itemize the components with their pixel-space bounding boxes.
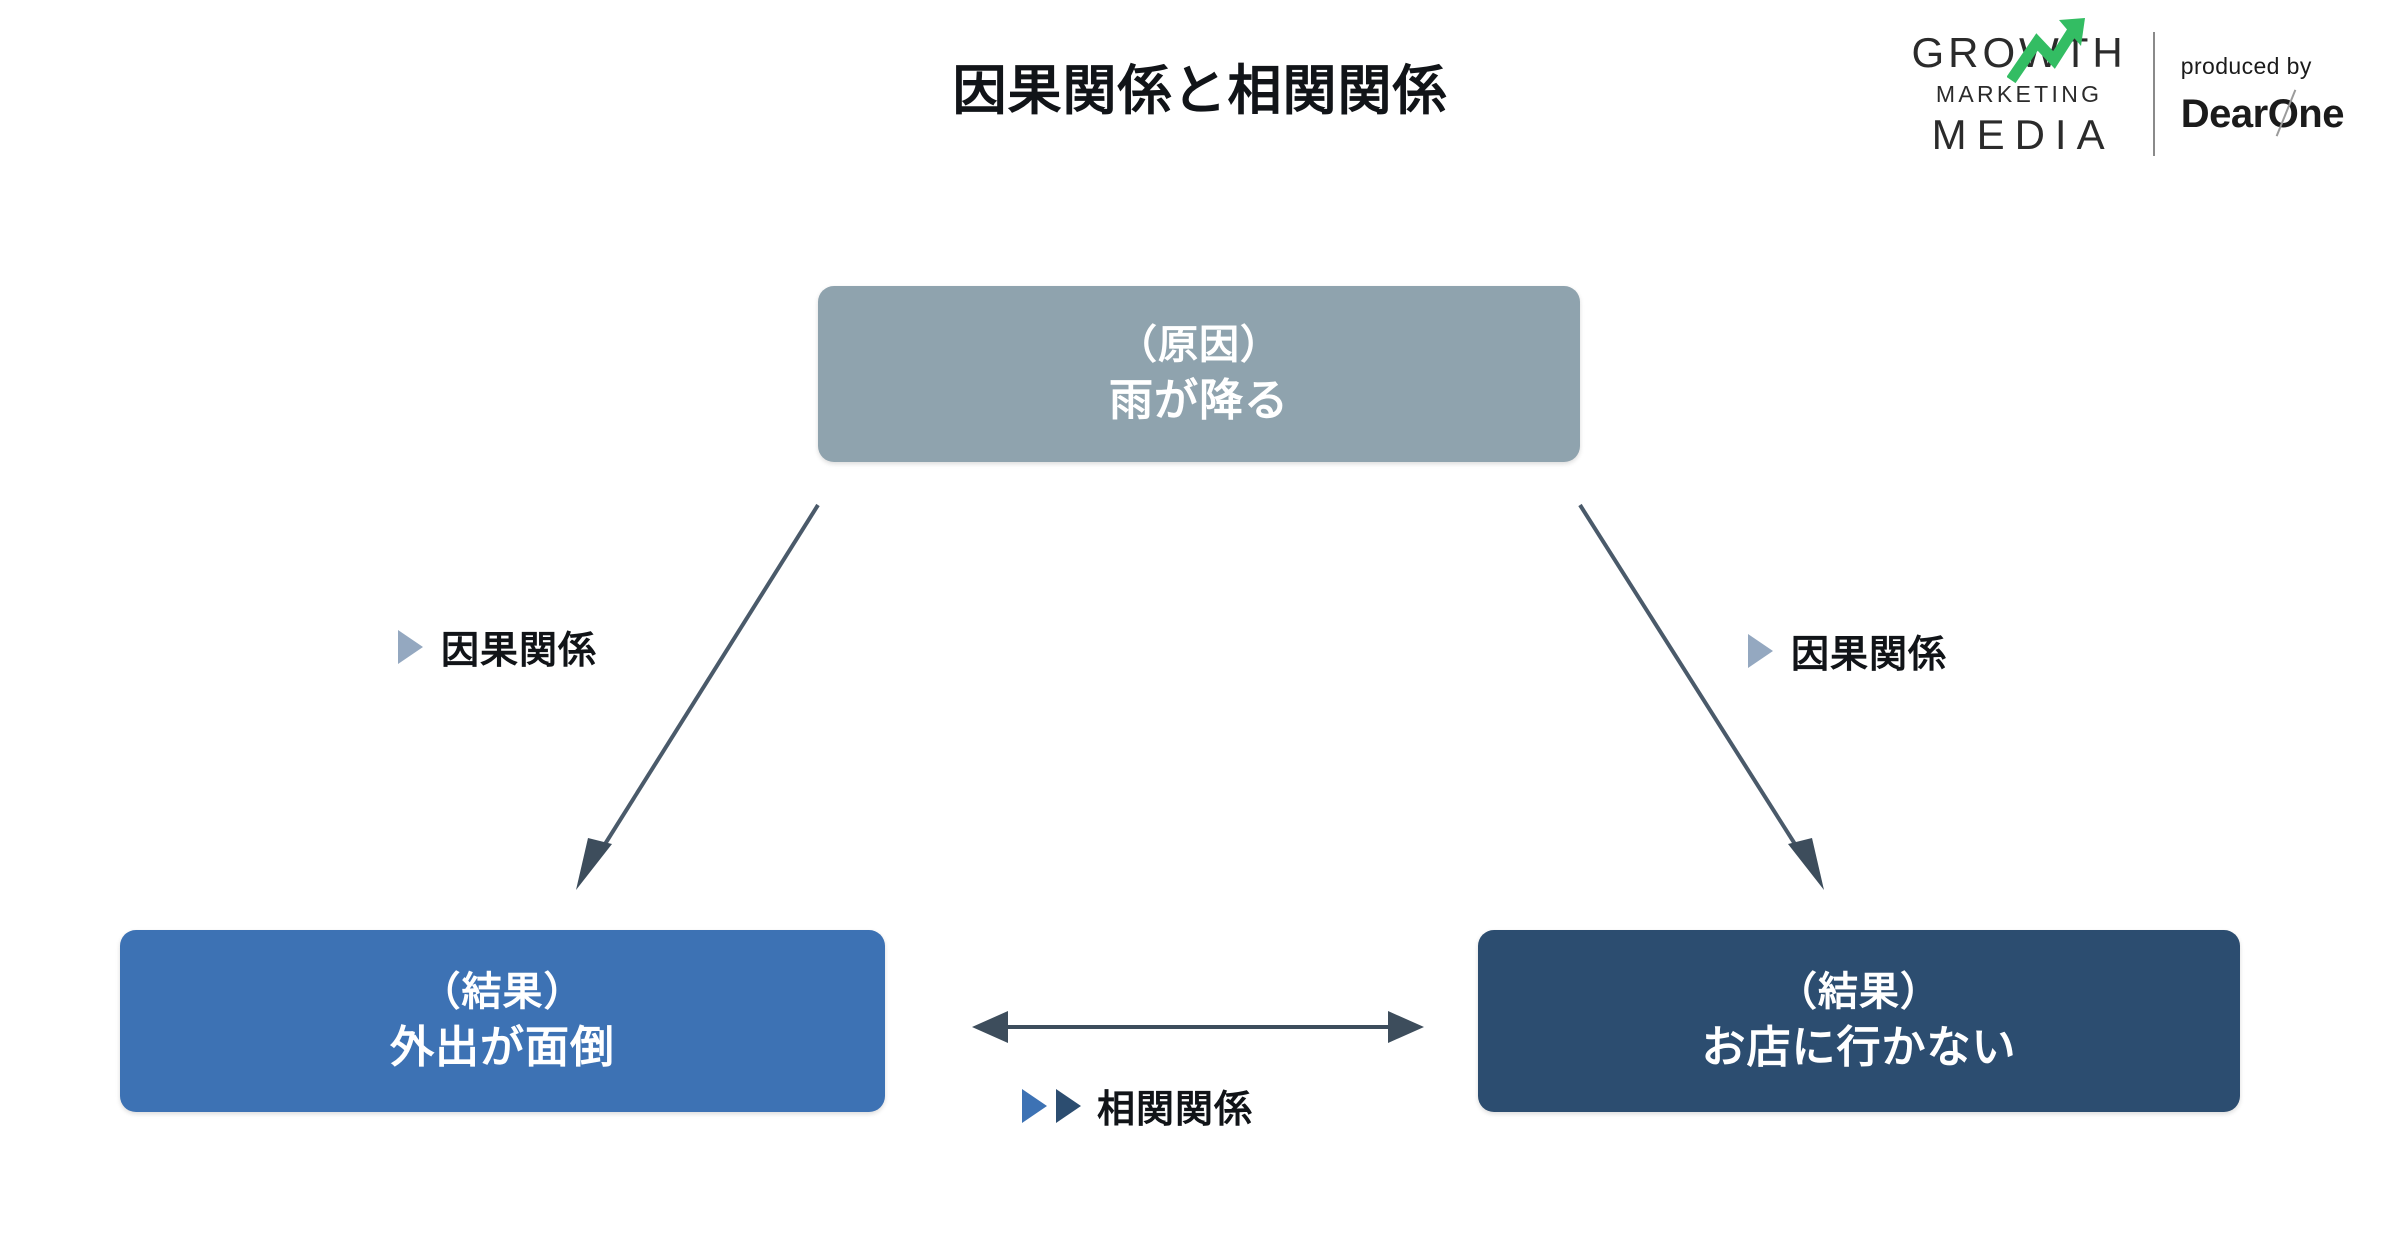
logo-media-text: MEDIA bbox=[1931, 111, 2115, 158]
node-cause-line2: 雨が降る bbox=[1109, 375, 1289, 425]
node-effect-right-line1: （結果） bbox=[1777, 969, 1941, 1014]
node-effect-left[interactable]: （結果） 外出が面倒 bbox=[120, 930, 885, 1112]
triangle-marker-icon bbox=[1748, 633, 1773, 668]
double-triangle-marker-icon bbox=[1022, 1088, 1081, 1123]
label-causal-right-text: 因果関係 bbox=[1791, 634, 1948, 676]
label-causal-left: 因果関係 bbox=[398, 619, 597, 674]
triangle-marker-icon bbox=[398, 629, 423, 664]
growth-marketing-media-logo: GROWTH MARKETING MEDIA bbox=[1911, 18, 2127, 158]
node-cause[interactable]: （原因） 雨が降る bbox=[818, 286, 1580, 462]
logo-marketing-text: MARKETING bbox=[1935, 81, 2103, 107]
logo-lockup: GROWTH MARKETING MEDIA produced by DearO… bbox=[1911, 18, 2345, 158]
page-title: 因果関係と相関関係 bbox=[952, 61, 1448, 121]
node-effect-right-line2: お店に行かない bbox=[1701, 1022, 2017, 1072]
triangle-marker-blue-icon bbox=[1022, 1088, 1047, 1123]
label-causal-left-text: 因果関係 bbox=[441, 630, 598, 672]
logo-growth-text: GROWTH bbox=[1911, 29, 2127, 76]
label-correlation: 相関関係 bbox=[1022, 1078, 1253, 1133]
dearone-logo: produced by DearOne bbox=[2180, 52, 2345, 137]
triangle-marker-navy-icon bbox=[1056, 1088, 1081, 1123]
arrow-cause-to-effect-left bbox=[576, 503, 820, 890]
node-effect-left-line2: 外出が面倒 bbox=[390, 1022, 615, 1072]
produced-by-label: produced by bbox=[2180, 52, 2312, 79]
dearone-brand-label: DearOne bbox=[2180, 91, 2345, 136]
dearone-brand-text: DearOne bbox=[2180, 88, 2345, 137]
arrow-correlation-double bbox=[972, 1011, 1424, 1043]
node-effect-left-line1: （結果） bbox=[420, 969, 585, 1014]
arrow-cause-to-effect-right bbox=[1578, 503, 1824, 890]
node-cause-line1: （原因） bbox=[1117, 322, 1281, 367]
node-effect-right[interactable]: （結果） お店に行かない bbox=[1478, 930, 2240, 1112]
label-correlation-text: 相関関係 bbox=[1097, 1089, 1254, 1131]
label-causal-right: 因果関係 bbox=[1748, 623, 1947, 678]
logo-divider bbox=[2152, 32, 2155, 156]
